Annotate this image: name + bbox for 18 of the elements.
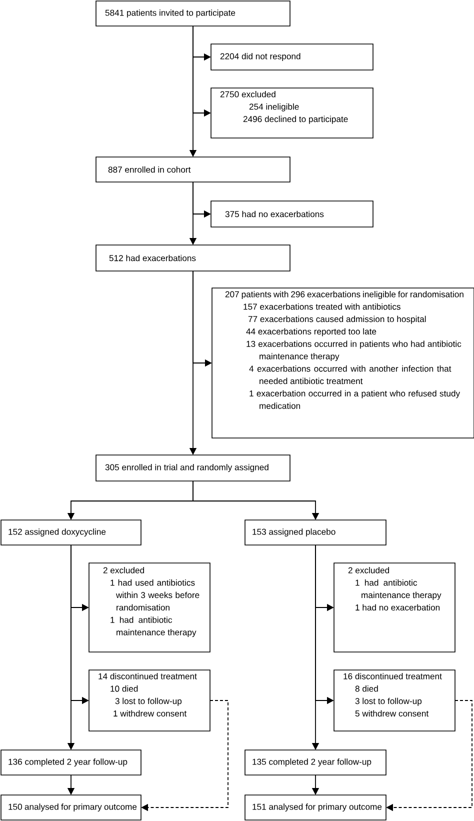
flow-box: 887 enrolled in cohort — [96, 156, 290, 182]
flow-box: 2204 did not respond — [210, 44, 374, 70]
flow-box: 2750 excluded 254 ineligible 2496 declined to participate — [210, 88, 374, 138]
flow-box: 151 analysed for primary outcome — [244, 794, 386, 820]
flow-box: 16 discontinued treatment 8 died 3 lost to follow-up 5 withdrew consent — [334, 670, 456, 732]
flow-box: 2 excluded 1 had antibiotic maintenance therapy 1 had no exacerbation — [334, 562, 456, 652]
flow-box: 136 completed 2 year follow-up — [0, 750, 142, 776]
flow-box: 2 excluded 1 had used antibiotics within 3 weeks before randomisation 1 had antibiotic maintenance therapy — [88, 562, 210, 652]
flow-box: 14 discontinued treatment 10 died 3 lost to follow-up 1 withdrew consent — [88, 670, 210, 732]
flow-box: 512 had exacerbations — [96, 244, 290, 272]
flow-box: 305 enrolled in trial and randomly assigned — [96, 454, 290, 482]
flow-box: 5841 patients invited to participate — [96, 0, 290, 26]
flow-box: 207 patients with 296 exacerbations ineligible for randomisation 157 exacerbations treated with antibiotics 77 exacerbations caused admission to hospital 44 exacerbations reported too late 13 exacerbations occurred in patients who had antibiotic maintenance therapy 4 exacerbations occurred with another infection that needed antibiotic treatment 1 exacerbation occurred in a patient who refused study medication — [212, 288, 474, 438]
flow-box: 150 analysed for primary outcome — [0, 794, 142, 820]
flow-box: 153 assigned placebo — [244, 520, 386, 546]
flow-box: 135 completed 2 year follow-up — [244, 750, 386, 776]
flow-box: 152 assigned doxycycline — [0, 520, 142, 546]
flow-box: 375 had no exacerbations — [210, 200, 374, 228]
